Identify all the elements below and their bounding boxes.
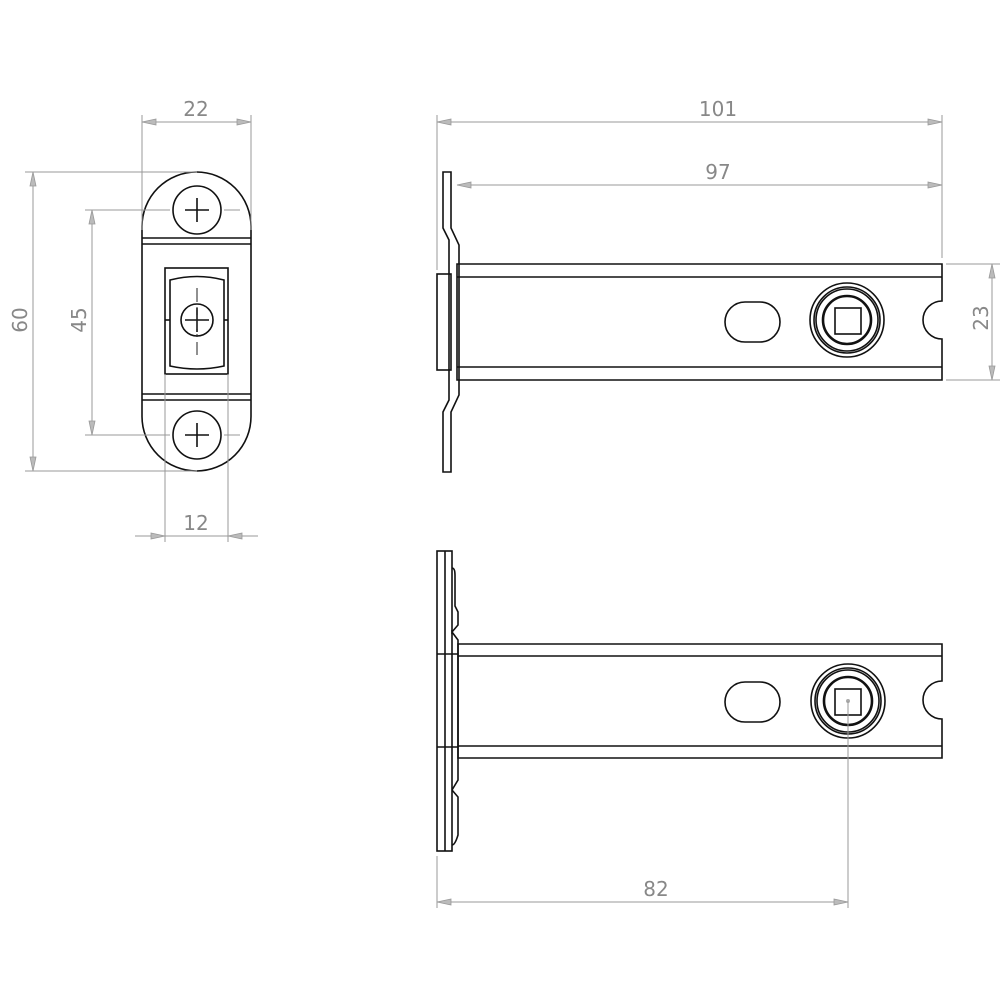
screw-hole-top [172,185,222,235]
screw-hole-bottom [172,410,222,460]
slot [724,301,781,343]
latch-bolt [164,267,229,375]
dim-body-height-label: 23 [969,305,993,330]
spindle-hub [809,282,885,358]
dim-width-label: 22 [183,97,208,121]
dim-height-label: 60 [8,307,32,332]
dim-body-length-label: 97 [705,160,730,184]
latch-body [457,643,943,759]
faceplate-profile [442,171,460,473]
front-view: 22 60 45 12 [8,97,258,542]
slot [724,681,781,723]
spindle-square [834,307,862,335]
dim-overall-length-label: 101 [699,97,737,121]
latch-body [456,263,943,381]
dim-hole-spacing-label: 45 [67,307,91,332]
side-view: 101 97 23 [436,97,1000,473]
dim-backset-label: 82 [643,877,668,901]
dim-latch-width-label: 12 [183,511,208,535]
bottom-view: 82 [436,550,943,908]
